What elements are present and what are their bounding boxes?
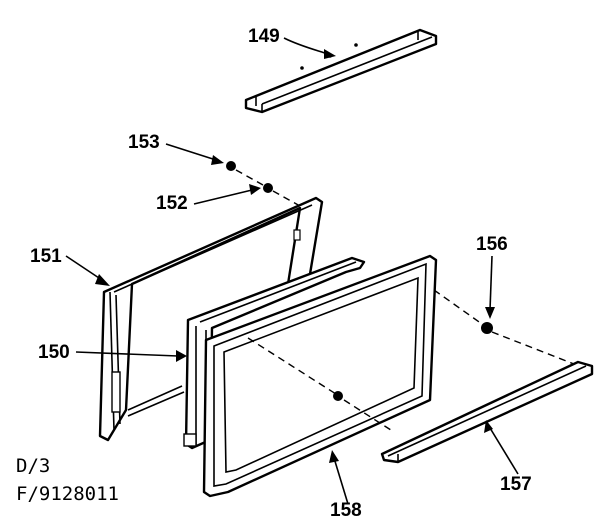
label-149: 149	[248, 26, 280, 47]
leader-158	[329, 450, 349, 505]
leader-149	[283, 37, 336, 59]
part-157-bottom-trim	[380, 360, 594, 464]
leader-152	[193, 184, 261, 205]
part-156-fastener	[481, 322, 493, 334]
label-152: 152	[156, 193, 188, 214]
label-156: 156	[476, 234, 508, 255]
drawing-code-line1: D/3	[16, 455, 50, 477]
label-157: 157	[500, 474, 532, 495]
part-149-door-trim	[244, 28, 438, 114]
part-153-screw	[226, 161, 236, 171]
drawing-code-line2: F/9128011	[16, 483, 119, 505]
label-153: 153	[128, 132, 160, 153]
leader-156	[485, 255, 495, 319]
leader-157	[484, 420, 519, 475]
label-150: 150	[38, 342, 70, 363]
part-158-fastener	[333, 391, 343, 401]
leader-150	[75, 350, 187, 362]
part-158-outer-door-panel	[202, 254, 438, 498]
part-151-inner-door-panel	[98, 196, 324, 442]
label-151: 151	[30, 246, 62, 267]
part-152-washer	[263, 183, 273, 193]
leader-153	[165, 143, 224, 165]
label-158: 158	[330, 500, 362, 521]
leader-151	[65, 255, 110, 286]
